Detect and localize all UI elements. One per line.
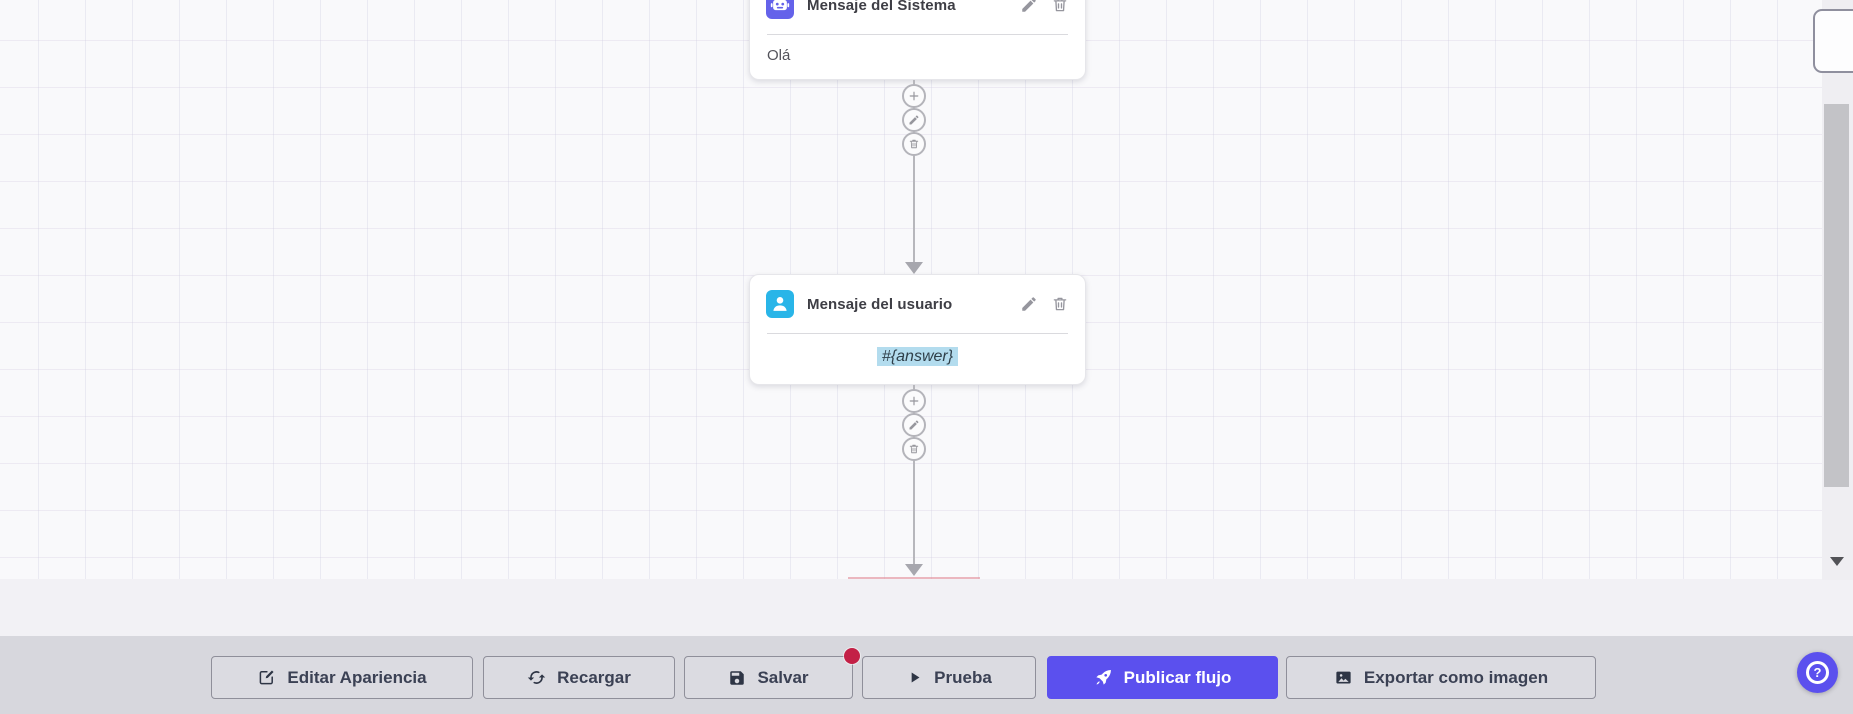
button-label: Exportar como imagen (1363, 667, 1549, 687)
edit-appearance-icon (260, 670, 274, 685)
connector-line (913, 385, 915, 565)
save-icon (730, 670, 745, 685)
play-icon (911, 672, 920, 683)
connector-edit-button[interactable] (902, 108, 926, 132)
user-icon (766, 290, 794, 318)
connector-add-button[interactable] (902, 389, 926, 413)
button-label: Editar Apariencia (287, 667, 427, 687)
image-icon (1336, 671, 1351, 684)
node-title: Mensaje del usuario (807, 295, 953, 313)
canvas-footer-strip (0, 579, 1853, 636)
edit-node-icon[interactable] (1020, 0, 1038, 14)
button-label: Publicar flujo (1123, 667, 1232, 687)
node-system-message[interactable]: Mensaje del Sistema Olá (749, 0, 1086, 80)
connector-add-button[interactable] (902, 84, 926, 108)
save-button[interactable]: Salvar (684, 656, 853, 699)
reload-button[interactable]: Recargar (483, 656, 675, 699)
button-label: Prueba (934, 667, 992, 687)
robot-icon (766, 0, 794, 19)
delete-node-icon[interactable] (1051, 0, 1069, 14)
delete-node-icon[interactable] (1051, 295, 1069, 313)
minimap-panel (1813, 9, 1853, 73)
connector-delete-button[interactable] (902, 132, 926, 156)
connector-arrowhead (905, 262, 923, 274)
flow-canvas[interactable]: Mensaje del Sistema Olá (0, 0, 1853, 579)
node-user-message[interactable]: Mensaje del usuario #{answer} (749, 274, 1086, 385)
button-label: Salvar (757, 667, 809, 687)
export-image-button[interactable]: Exportar como imagen (1286, 656, 1596, 699)
bottom-toolbar: Editar Apariencia Recargar Salvar Prueba (0, 636, 1853, 714)
reload-icon (527, 671, 546, 684)
node-content: Olá (767, 47, 791, 64)
unsaved-changes-badge (844, 648, 860, 664)
connector-edit-button[interactable] (902, 413, 926, 437)
node-content-variable: #{answer} (876, 347, 959, 366)
rocket-icon (1096, 670, 1111, 685)
vertical-scrollbar-thumb[interactable] (1824, 104, 1849, 487)
node-title: Mensaje del Sistema (807, 0, 956, 14)
connector-delete-button[interactable] (902, 437, 926, 461)
drop-indicator-line (848, 577, 980, 579)
divider (767, 333, 1068, 334)
connector-line (913, 80, 915, 263)
help-button[interactable]: ? (1797, 652, 1838, 693)
node-header: Mensaje del Sistema (750, 0, 1085, 34)
edit-appearance-button[interactable]: Editar Apariencia (211, 656, 473, 699)
node-header: Mensaje del usuario (750, 275, 1085, 333)
publish-flow-button[interactable]: Publicar flujo (1047, 656, 1278, 699)
edit-node-icon[interactable] (1020, 295, 1038, 313)
scroll-down-arrow-icon[interactable] (1830, 557, 1844, 566)
question-mark-icon: ? (1806, 661, 1829, 684)
connector-arrowhead (905, 564, 923, 576)
test-button[interactable]: Prueba (862, 656, 1036, 699)
button-label: Recargar (557, 667, 631, 687)
divider (767, 34, 1068, 35)
